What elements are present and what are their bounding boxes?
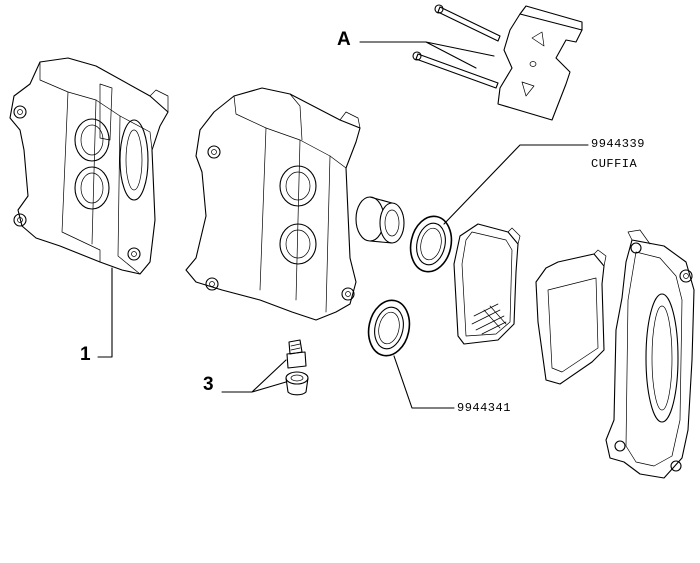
leader-line-9944339 <box>443 144 589 225</box>
leader-line-9944341 <box>393 355 455 409</box>
bleed-cap <box>285 371 309 396</box>
callout-1: 1 <box>80 344 91 365</box>
caliper-housing-center <box>185 87 361 321</box>
caliper-housing-right <box>605 229 695 479</box>
callout-3: 3 <box>203 374 214 395</box>
retaining-pin-upper <box>434 4 501 42</box>
anti-rattle-spring <box>497 5 583 121</box>
leader-line-a <box>359 41 495 69</box>
leader-line-1 <box>97 267 113 358</box>
retaining-pin-lower <box>412 51 499 89</box>
dust-boot <box>409 215 453 273</box>
part-number-9944339: 9944339 <box>591 137 645 151</box>
callout-a: A <box>337 29 351 50</box>
brake-pad-outer <box>535 249 607 385</box>
part-name-cuffia: CUFFIA <box>591 157 638 171</box>
brake-pad-inner <box>453 223 521 345</box>
part-number-9944341: 9944341 <box>457 401 511 415</box>
piston <box>355 196 405 244</box>
caliper-housing-left <box>9 57 169 275</box>
piston-seal <box>367 299 411 357</box>
leader-line-3 <box>221 359 287 393</box>
bleed-screw <box>286 339 307 369</box>
